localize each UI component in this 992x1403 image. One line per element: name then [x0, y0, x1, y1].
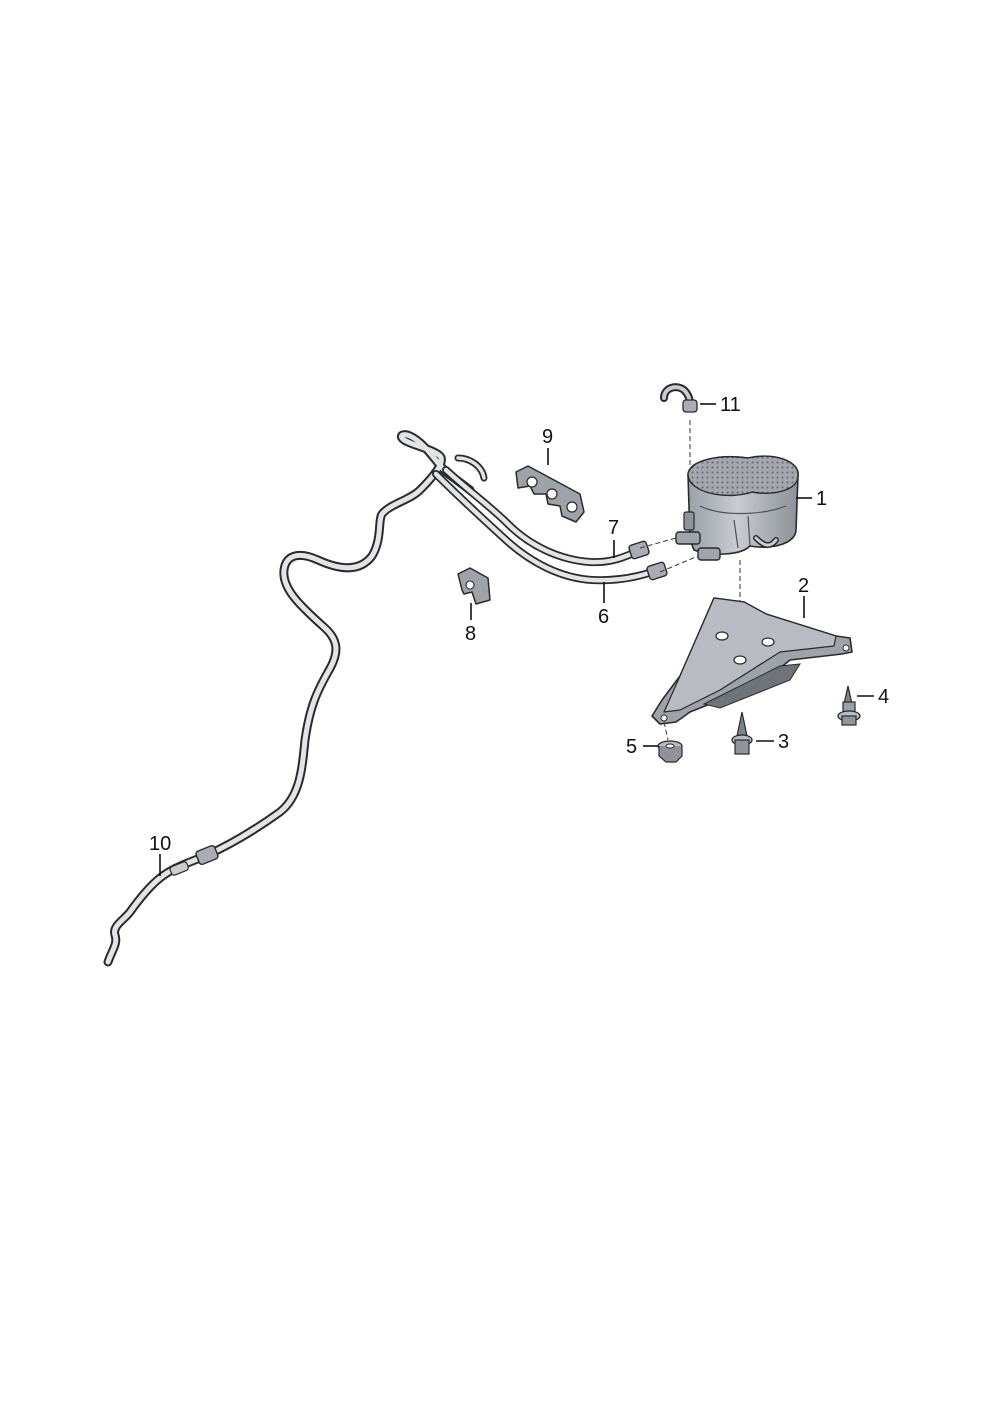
callout-2: 2 — [798, 575, 809, 597]
callout-labels: 1 2 3 4 5 6 7 8 9 10 11 — [149, 394, 889, 855]
hose-line-part-7 — [442, 466, 650, 567]
hose-line-part-6 — [432, 470, 668, 585]
nut-part-5 — [657, 740, 683, 763]
elbow-hose-part-11 — [660, 383, 698, 413]
hose-line-part-10 — [103, 430, 488, 967]
mounting-bracket-part-2 — [651, 597, 853, 725]
screw-part-4 — [837, 685, 861, 726]
callout-7: 7 — [608, 517, 619, 539]
callout-8: 8 — [465, 623, 476, 645]
callout-10: 10 — [149, 833, 171, 855]
callout-4: 4 — [878, 686, 889, 708]
hose-connector-part-10 — [169, 844, 219, 876]
screw-part-3 — [731, 711, 753, 755]
callout-5: 5 — [626, 736, 637, 758]
callout-9: 9 — [542, 426, 553, 448]
callout-11: 11 — [720, 394, 741, 416]
clip-part-9 — [515, 465, 585, 523]
clip-part-8 — [457, 567, 491, 605]
callout-leaders — [159, 403, 874, 876]
callout-3: 3 — [778, 731, 789, 753]
callout-6: 6 — [598, 606, 609, 628]
callout-1: 1 — [816, 488, 827, 510]
charcoal-canister-part-1 — [675, 455, 799, 561]
